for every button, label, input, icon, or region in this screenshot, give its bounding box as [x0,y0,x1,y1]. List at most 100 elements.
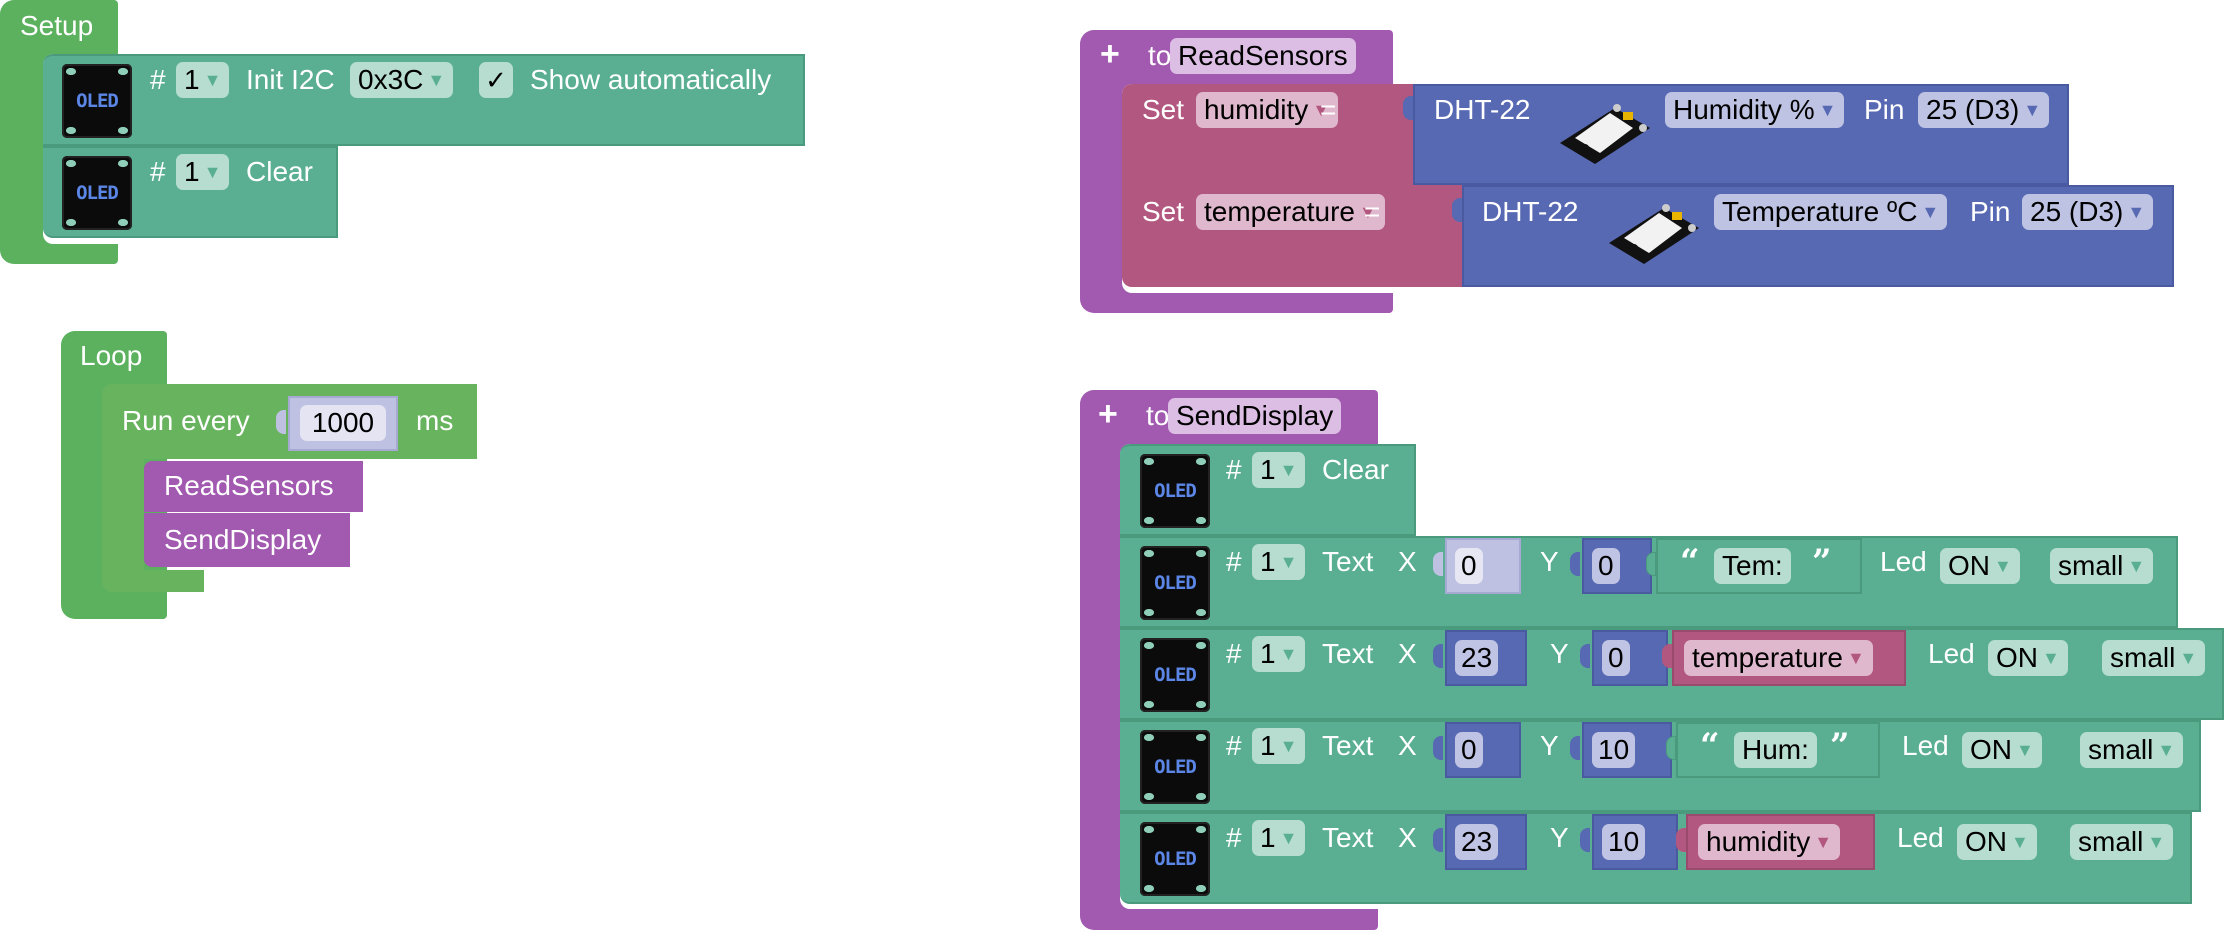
function-name-field[interactable]: ReadSensors [1170,38,1356,74]
call-readsensors-block[interactable] [144,461,363,512]
dropdown-arrow-icon: ▼ [2127,202,2146,222]
text-label: Text [1322,638,1374,669]
display-number-dropdown[interactable]: 1▼ [1252,544,1306,580]
led-dropdown[interactable]: ON▼ [1957,824,2037,860]
dropdown-arrow-icon: ▼ [2023,100,2042,120]
led-dropdown[interactable]: ON▼ [1988,640,2068,676]
oled-module-image: OLED [1140,730,1210,804]
y-label: Y [1540,546,1559,577]
close-quote-icon: ” [1830,726,1850,766]
y-input[interactable]: 10 [1592,732,1636,768]
dht22-sensor-image [1560,104,1650,164]
function-name-field[interactable]: SendDisplay [1168,398,1342,434]
input-connector [1666,736,1676,760]
size-dropdown[interactable]: small▼ [2050,548,2154,584]
dropdown-arrow-icon: ▼ [1279,736,1298,756]
dropdown-arrow-icon: ▼ [2016,740,2034,760]
dropdown-arrow-icon: ▼ [427,70,446,90]
display-number-dropdown[interactable]: 1▼ [1252,820,1306,856]
input-connector [1570,736,1580,760]
string-text-field[interactable]: Tem: [1714,548,1791,584]
dropdown-arrow-icon: ▼ [2011,832,2029,852]
measure-dropdown-temperature[interactable]: Temperature ºC▼ [1714,194,1948,230]
open-quote-icon: “ [1700,726,1720,766]
run-every-label: Run every [122,405,250,436]
dropdown-arrow-icon: ▼ [203,162,222,182]
function-keyword: to [1146,400,1170,431]
input-connector [1662,644,1672,668]
x-input[interactable]: 23 [1455,640,1499,676]
dropdown-arrow-icon: ▼ [1279,828,1298,848]
plus-icon[interactable]: + [1100,35,1120,73]
input-connector [1676,828,1686,852]
function-keyword: to [1148,40,1172,71]
pin-dropdown-humidity[interactable]: 25 (D3)▼ [1918,92,2050,128]
i2c-address-dropdown[interactable]: 0x3C▼ [350,62,454,98]
plus-icon[interactable]: + [1098,395,1118,433]
dropdown-arrow-icon: ▼ [2147,832,2166,852]
led-label: Led [1928,638,1975,669]
x-input[interactable]: 0 [1455,548,1483,584]
string-text-field[interactable]: Hum: [1734,732,1817,768]
x-input[interactable]: 0 [1455,732,1483,768]
dropdown-arrow-icon: ▼ [1279,644,1298,664]
size-dropdown[interactable]: small▼ [2102,640,2206,676]
clear-label: Clear [246,156,313,187]
input-connector [1403,96,1413,120]
variable-dropdown[interactable]: humidity▼ [1698,824,1841,860]
variable-dropdown[interactable]: temperature▼ [1684,640,1873,676]
dropdown-arrow-icon: ▼ [1814,832,1833,852]
text-label: Text [1322,546,1374,577]
hash-label: # [1226,730,1242,761]
display-number-dropdown[interactable]: 1▼ [1252,728,1306,764]
led-label: Led [1897,822,1944,853]
oled-module-image: OLED [1140,454,1210,528]
measure-dropdown-humidity[interactable]: Humidity %▼ [1665,92,1845,128]
set-label: Set [1142,196,1185,227]
call-senddisplay-block[interactable] [144,513,350,567]
dropdown-arrow-icon: ▼ [2157,740,2176,760]
pin-dropdown-temperature[interactable]: 25 (D3)▼ [2022,194,2154,230]
oled-module-image: OLED [62,64,132,138]
variable-dropdown-temperature[interactable]: temperature▼ [1196,194,1385,230]
x-number-block[interactable] [1445,538,1521,594]
dropdown-arrow-icon: ▼ [1846,648,1865,668]
dropdown-arrow-icon: ▼ [203,70,222,90]
input-connector [1580,644,1590,668]
hash-label: # [150,156,166,187]
display-number-dropdown[interactable]: 1▼ [176,62,230,98]
led-label: Led [1880,546,1927,577]
led-dropdown[interactable]: ON▼ [1940,548,2020,584]
show-automatically-checkbox[interactable]: ✓ [479,62,513,98]
input-connector [276,410,286,434]
led-dropdown[interactable]: ON▼ [1962,732,2042,768]
variable-dropdown-humidity[interactable]: humidity▼ [1196,92,1339,128]
y-input[interactable]: 0 [1602,640,1630,676]
run-every-foot [102,570,204,592]
size-dropdown[interactable]: small▼ [2070,824,2174,860]
y-input[interactable]: 0 [1592,548,1620,584]
dropdown-arrow-icon: ▼ [1921,202,1940,222]
input-connector [1570,552,1580,576]
size-dropdown[interactable]: small▼ [2080,732,2184,768]
y-input[interactable]: 10 [1602,824,1646,860]
input-connector [1452,198,1462,222]
display-number-dropdown[interactable]: 1▼ [176,154,230,190]
display-number-dropdown[interactable]: 1▼ [1252,452,1306,488]
close-quote-icon: ” [1812,542,1832,582]
display-number-dropdown[interactable]: 1▼ [1252,636,1306,672]
interval-input[interactable]: 1000 [300,405,386,441]
setup-title: Setup [20,10,94,41]
oled-module-image: OLED [1140,546,1210,620]
oled-module-image: OLED [1140,638,1210,712]
text-label: Text [1322,730,1374,761]
dropdown-arrow-icon: ▼ [2042,648,2060,668]
init-i2c-label: Init I2C [246,64,335,95]
dht22-sensor-image [1609,204,1699,264]
call-senddisplay-label: SendDisplay [164,524,322,555]
x-label: X [1398,546,1417,577]
x-input[interactable]: 23 [1455,824,1499,860]
input-connector [1433,552,1443,576]
sensor-label: DHT-22 [1482,196,1579,227]
input-connector [1580,828,1590,852]
